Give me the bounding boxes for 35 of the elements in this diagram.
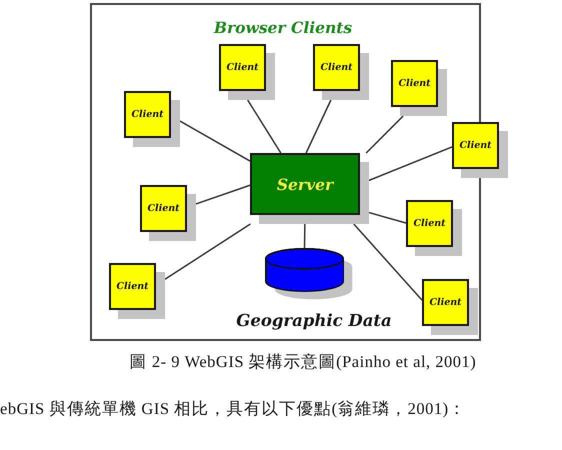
client-box	[422, 279, 478, 335]
connector-line	[180, 120, 250, 162]
client-box	[313, 44, 369, 100]
client-box	[406, 200, 462, 256]
client-label: Client	[413, 218, 446, 229]
client-label: Client	[226, 62, 259, 73]
client-box	[109, 263, 165, 319]
connector-line	[368, 212, 406, 224]
connector-line	[304, 224, 306, 248]
server-label: Server	[276, 174, 334, 194]
connector-line	[366, 115, 404, 154]
connector-line	[247, 100, 282, 154]
client-label: Client	[429, 297, 462, 308]
database-cylinder	[265, 248, 353, 301]
client-label: Client	[147, 203, 180, 214]
client-box	[140, 185, 196, 241]
client-label: Client	[131, 109, 164, 120]
client-label: Client	[459, 140, 492, 151]
client-box	[452, 122, 508, 178]
client-box	[391, 60, 447, 116]
connector-line	[196, 184, 250, 205]
connector-line	[305, 100, 332, 154]
node-caption: Geographic Data	[236, 311, 392, 330]
client-box	[124, 91, 180, 147]
server-box	[250, 153, 369, 224]
client-label: Client	[320, 62, 353, 73]
diagram-title: Browser Clients	[214, 18, 352, 37]
figure-caption: 圖 2- 9 WebGIS 架構示意圖(Painho et al, 2001)	[130, 351, 476, 373]
client-box	[219, 44, 275, 100]
client-label: Client	[398, 78, 431, 89]
connector-line	[368, 146, 452, 182]
connector-line	[164, 223, 251, 280]
connector-line	[353, 224, 423, 301]
body-text: ebGIS 與傳統單機 GIS 相比，具有以下優點(翁維璘，2001)：	[0, 398, 466, 420]
client-label: Client	[116, 281, 149, 292]
